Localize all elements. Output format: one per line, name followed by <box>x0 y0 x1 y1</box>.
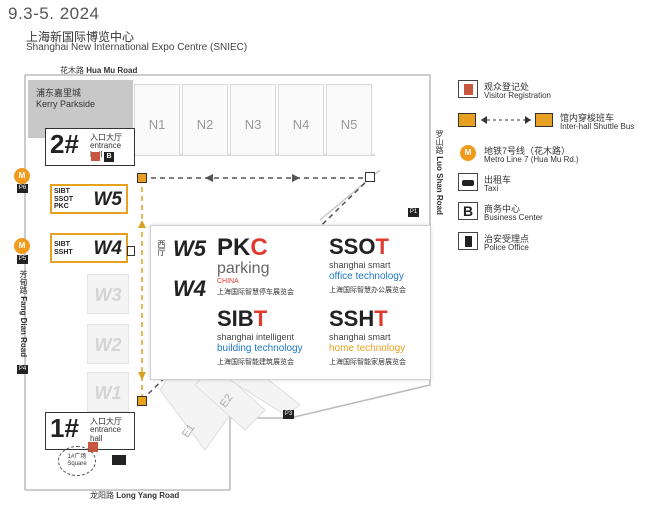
road-south: 龙阳路 Long Yang Road <box>90 491 180 500</box>
hall-w5[interactable]: SIBT SSOT PKC W5 <box>50 184 128 214</box>
sibt-line2: shanghai intelligent <box>217 332 295 342</box>
legend-metro-en: Metro Line 7 (Hua Mu Rd.) <box>484 155 579 164</box>
hall-n1[interactable]: N1 <box>134 84 180 156</box>
visitor-registration-icon <box>458 80 478 98</box>
shuttle-bus-icon <box>137 173 147 183</box>
hall-n3[interactable]: N3 <box>230 84 276 156</box>
sibt-cn: 上海国际智能建筑展览会 <box>217 359 294 366</box>
business-center-icon: B <box>104 152 114 162</box>
shuttle-bus-icon <box>535 113 553 127</box>
shuttle-arrow-icon <box>481 116 531 124</box>
date-title: 9.3-5. 2024 <box>8 4 100 23</box>
legend-police-cn: 治安受理点 <box>484 234 530 244</box>
tag-sibt: SIBT <box>54 188 70 195</box>
legend-business-cn: 商务中心 <box>484 204 521 214</box>
shuttle-bus-icon <box>137 396 147 406</box>
hall-w3[interactable]: W3 <box>87 274 129 314</box>
sibt-line3: building technology <box>217 343 303 354</box>
ssht-logo: SSHT <box>329 306 388 331</box>
kerry-en: Kerry Parkside <box>36 99 96 109</box>
panel-w5-label: W5 <box>173 236 206 261</box>
hall-w1[interactable]: W1 <box>87 372 129 412</box>
legend-business-en: Business Center <box>484 213 543 222</box>
pkc-parking: parking <box>217 260 270 277</box>
ssot-line3: office technology <box>329 271 404 282</box>
parking-p3: P3 <box>283 410 294 419</box>
panel-side-label: 西厅 <box>157 240 166 256</box>
panel-w4-label: W4 <box>173 276 206 301</box>
ssht-line3: home technology <box>329 343 406 354</box>
metro-icon: M <box>14 238 30 254</box>
business-center-icon: B <box>458 202 478 220</box>
parking-p5: P5 <box>17 255 28 264</box>
legend-police-en: Police Office <box>484 243 529 252</box>
parking-p6: P6 <box>17 184 28 193</box>
hall-w5-label: W5 <box>93 189 123 210</box>
venue-name-en: Shanghai New International Expo Centre (… <box>26 42 248 53</box>
hall-n4[interactable]: N4 <box>278 84 324 156</box>
entrance-hall-2[interactable]: 2# 入口大厅 entrance hall B <box>45 128 135 166</box>
shuttle-bus-icon <box>365 172 375 182</box>
parking-p1: P1 <box>408 208 419 217</box>
metro-icon: M <box>14 168 30 184</box>
pkc-cn: 上海国际智慧停车展览会 <box>217 289 294 296</box>
road-north: 花木路 Hua Mu Road <box>60 66 138 75</box>
taxi-icon <box>112 455 126 465</box>
tag-ssht: SSHT <box>54 248 73 256</box>
ssot-logo: SSOT <box>329 234 389 259</box>
visitor-registration-icon <box>88 442 98 452</box>
exhibition-info-panel: 西厅 W5 W4 PKC parking CHINA 上海国际智慧停车展览会 S… <box>150 225 431 380</box>
legend-shuttle-cn: 馆内穿梭班车 <box>560 113 615 123</box>
hall-w4-label: W4 <box>93 238 123 259</box>
square-1: 1#广场 Square <box>58 446 96 476</box>
venue-name-cn: 上海新国际博览中心 <box>26 30 135 44</box>
hall-w2[interactable]: W2 <box>87 324 129 364</box>
hall-w4[interactable]: SIBT SSHT W4 <box>50 233 128 263</box>
parking-p4: P4 <box>17 365 28 374</box>
ssht-line2: shanghai smart <box>329 332 391 342</box>
tag-sibt: SIBT <box>54 241 70 248</box>
legend-metro-cn: 地铁7号线（花木路） <box>484 146 571 156</box>
pkc-country: CHINA <box>217 278 239 285</box>
tag-pkc: PKC <box>54 203 69 210</box>
metro-icon: M <box>460 145 476 161</box>
ssot-line2: shanghai smart <box>329 260 391 270</box>
hall-n5[interactable]: N5 <box>326 84 372 156</box>
hall-n2[interactable]: N2 <box>182 84 228 156</box>
road-east: 罗山路 Luo Shan Road <box>435 130 444 215</box>
legend-taxi-cn: 出租车 <box>484 175 512 185</box>
shuttle-bus-icon <box>458 113 476 127</box>
ssot-cn: 上海国际智慧办公展览会 <box>329 287 406 294</box>
kerry-cn: 浦东嘉里城 <box>36 88 82 98</box>
sibt-logo: SIBT <box>217 306 268 331</box>
legend-visitor-cn: 观众登记处 <box>484 82 530 92</box>
road-west: 芳甸路 Fang Dian Road <box>19 270 28 358</box>
taxi-icon <box>458 173 478 191</box>
police-office-icon <box>127 246 135 256</box>
pkc-logo: PKC <box>217 234 268 261</box>
visitor-registration-icon <box>91 152 100 161</box>
police-office-icon <box>458 232 478 250</box>
legend-taxi-en: Taxi <box>484 184 499 193</box>
tag-ssot: SSOT <box>54 195 74 203</box>
ssht-cn: 上海国际智能家居展览会 <box>329 359 406 366</box>
legend-shuttle-en: Inter-hall Shuttle Bus <box>560 122 635 131</box>
legend-visitor-en: Visitor Registration <box>484 91 551 100</box>
